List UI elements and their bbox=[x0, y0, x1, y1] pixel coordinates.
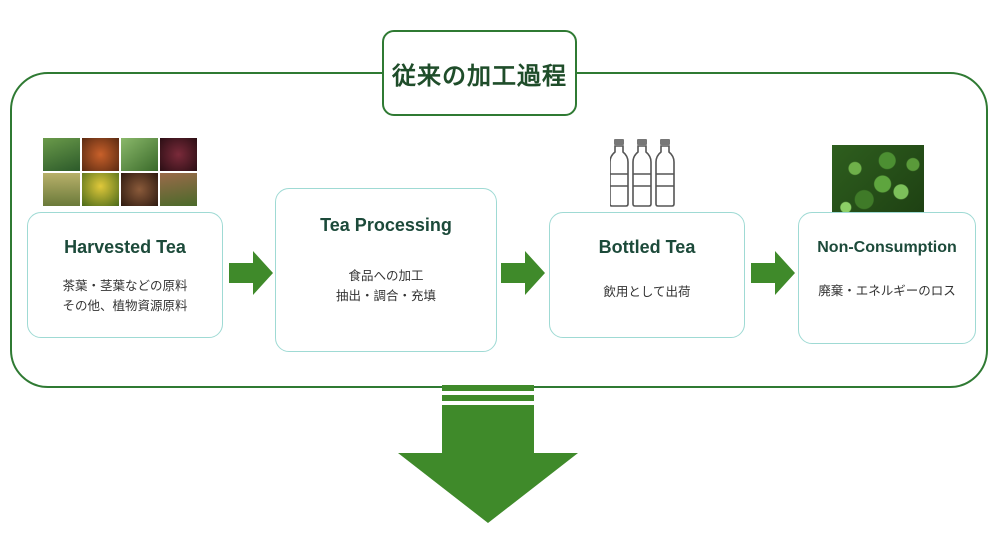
stage-heading: Tea Processing bbox=[320, 215, 452, 235]
stage-heading: Non-Consumption bbox=[817, 239, 957, 256]
arrow-right-icon bbox=[501, 251, 545, 295]
stage-heading: Bottled Tea bbox=[598, 237, 696, 257]
stage-desc-line: 飲用として出荷 bbox=[603, 284, 691, 299]
tea-leaves-photo bbox=[832, 145, 924, 223]
photo-tile bbox=[43, 173, 80, 206]
photo-tile bbox=[82, 173, 119, 206]
arrow-right-icon bbox=[751, 251, 795, 295]
stage-card-tea-processing: Tea Processing 食品への加工 抽出・調合・充填 bbox=[275, 188, 497, 352]
photo-tile bbox=[82, 138, 119, 171]
photo-tile bbox=[121, 138, 158, 171]
stage-card-non-consumption: Non-Consumption 廃棄・エネルギーのロス bbox=[798, 212, 976, 344]
stage-card-bottled-tea: Bottled Tea 飲用として出荷 bbox=[549, 212, 745, 338]
title-box: 従来の加工過程 bbox=[382, 30, 577, 116]
bottle-icon bbox=[610, 138, 675, 207]
stage-heading: Harvested Tea bbox=[64, 237, 186, 257]
stage-desc-line: 抽出・調合・充填 bbox=[335, 288, 436, 303]
stage-card-harvested-tea: Harvested Tea 茶葉・茎葉などの原料 その他、植物資源原料 bbox=[27, 212, 223, 338]
photo-tile bbox=[160, 173, 197, 206]
photo-tile bbox=[43, 138, 80, 171]
stage-desc-line: 食品への加工 bbox=[348, 268, 424, 283]
arrow-down-icon bbox=[398, 385, 578, 523]
photo-tile bbox=[160, 138, 197, 171]
diagram-title: 従来の加工過程 bbox=[392, 61, 567, 90]
stage-desc-line: 廃棄・エネルギーのロス bbox=[818, 283, 956, 298]
stage-desc-line: 茶葉・茎葉などの原料 bbox=[62, 278, 188, 293]
photo-tile bbox=[121, 173, 158, 206]
plant-photo-grid bbox=[43, 138, 197, 206]
arrow-right-icon bbox=[229, 251, 273, 295]
stage-desc-line: その他、植物資源原料 bbox=[62, 298, 188, 313]
